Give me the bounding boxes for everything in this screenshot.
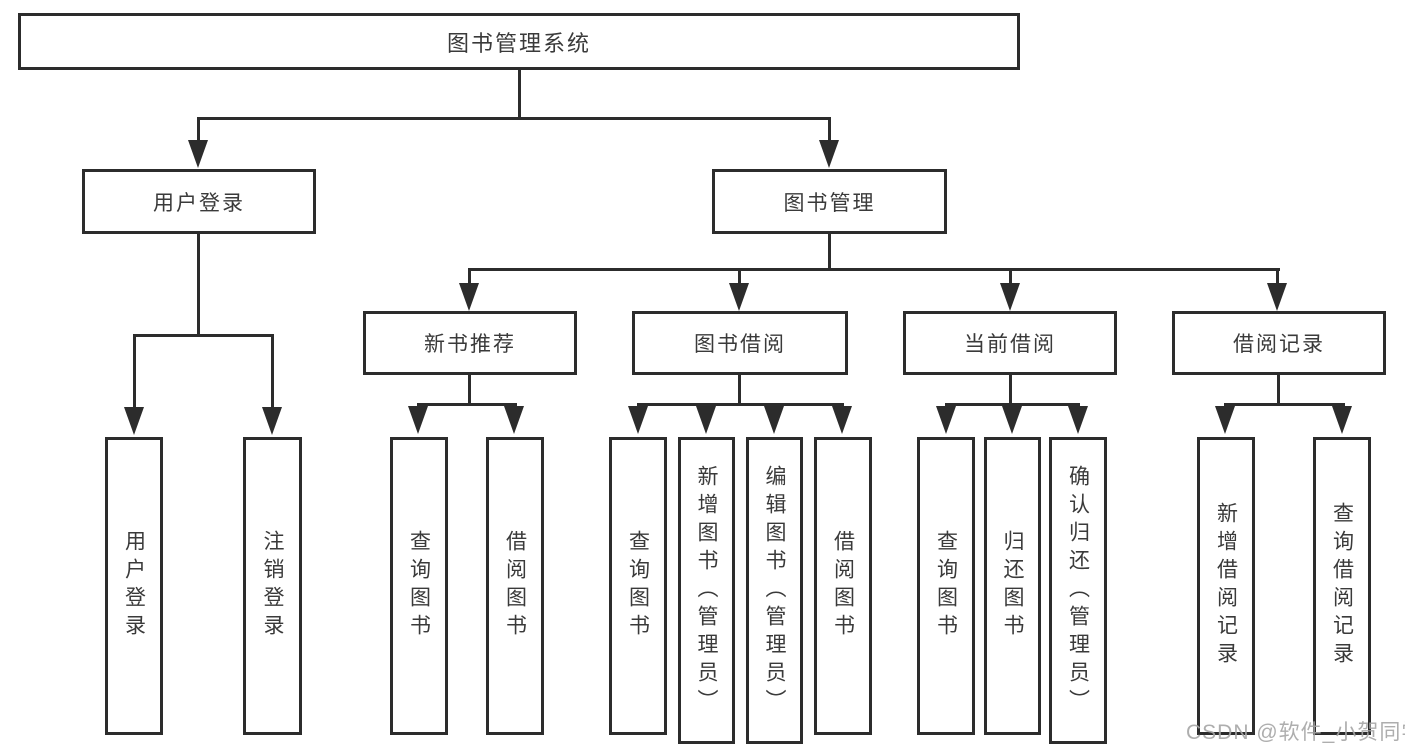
node-new-book-recommend: 新书推荐 [363, 311, 577, 375]
arrow-down-icon [408, 406, 428, 434]
leaf-logout: 注销登录 [243, 437, 302, 735]
edge-user-login-drop [197, 117, 200, 143]
node-user-login: 用户登录 [82, 169, 316, 234]
group-label: 当前借阅 [964, 333, 1056, 356]
edge-drop [133, 334, 136, 408]
leaf-label: 归还图书 [1001, 530, 1024, 642]
edge-group-stem [1009, 374, 1012, 406]
node-book-borrow: 图书借阅 [632, 311, 848, 375]
edge-group-stem [1277, 374, 1280, 406]
arrow-down-icon [1332, 406, 1352, 434]
edge-book-mgmt-hline [469, 268, 1280, 271]
edge-user-login-hline [133, 334, 274, 337]
node-root: 图书管理系统 [18, 13, 1020, 70]
edge-group-hline [1224, 403, 1345, 406]
edge-book-mgmt-drop [828, 117, 831, 143]
arrow-down-icon [764, 406, 784, 434]
node-book-mgmt: 图书管理 [712, 169, 947, 234]
group-label: 新书推荐 [424, 333, 516, 356]
arrow-down-icon [819, 140, 839, 168]
node-root-label: 图书管理系统 [446, 30, 591, 56]
arrow-down-icon [628, 406, 648, 434]
leaf-label: 用户登录 [122, 530, 146, 642]
arrow-down-icon [1068, 406, 1088, 434]
arrow-down-icon [1267, 283, 1287, 311]
leaf-label: 新增图书（管理员） [695, 464, 718, 717]
node-book-mgmt-label: 图书管理 [783, 191, 876, 215]
arrow-down-icon [1215, 406, 1235, 434]
csdn-watermark: CSDN @软件_小贺同学 [1186, 721, 1405, 744]
edge-book-mgmt-stem [828, 233, 831, 271]
edge-group-stem [738, 374, 741, 406]
edge-drop [1009, 268, 1012, 284]
arrow-down-icon [124, 407, 144, 435]
leaf-add-borrow-record: 新增借阅记录 [1197, 437, 1255, 735]
edge-group-hline [637, 403, 844, 406]
edge-drop [1276, 268, 1279, 284]
leaf-label: 借阅图书 [503, 530, 527, 642]
arrow-down-icon [936, 406, 956, 434]
leaf-user-login: 用户登录 [105, 437, 163, 735]
arrow-down-icon [1000, 283, 1020, 311]
node-user-login-label: 用户登录 [153, 191, 245, 215]
edge-group-hline [417, 403, 517, 406]
edge-group-hline [945, 403, 1080, 406]
arrow-down-icon [729, 283, 749, 311]
group-label: 图书借阅 [694, 333, 786, 356]
edge-drop [468, 268, 471, 284]
leaf-label: 查询图书 [407, 530, 431, 642]
leaf-label: 确认归还（管理员） [1066, 464, 1090, 717]
edge-drop [738, 268, 741, 284]
leaf-return-book: 归还图书 [984, 437, 1041, 735]
arrow-down-icon [459, 283, 479, 311]
arrow-down-icon [262, 407, 282, 435]
arrow-down-icon [832, 406, 852, 434]
edge-drop [271, 334, 274, 408]
edge-group-stem [468, 374, 471, 406]
leaf-borrow-book: 借阅图书 [486, 437, 544, 735]
leaf-label: 查询图书 [934, 530, 958, 642]
leaf-query-book: 查询图书 [917, 437, 975, 735]
leaf-edit-book-admin: 编辑图书（管理员） [746, 437, 803, 744]
leaf-label: 查询借阅记录 [1330, 502, 1354, 670]
leaf-borrow-book: 借阅图书 [814, 437, 872, 735]
leaf-query-book: 查询图书 [390, 437, 448, 735]
arrow-down-icon [188, 140, 208, 168]
arrow-down-icon [504, 406, 524, 434]
leaf-confirm-return-admin: 确认归还（管理员） [1049, 437, 1107, 744]
edge-root-stem [518, 68, 521, 118]
leaf-label: 新增借阅记录 [1214, 502, 1238, 670]
node-borrow-records: 借阅记录 [1172, 311, 1386, 375]
node-current-borrow: 当前借阅 [903, 311, 1117, 375]
arrow-down-icon [696, 406, 716, 434]
arrow-down-icon [1002, 406, 1022, 434]
edge-user-login-stem [197, 233, 200, 337]
leaf-query-book: 查询图书 [609, 437, 667, 735]
group-label: 借阅记录 [1233, 333, 1325, 356]
leaf-query-borrow-record: 查询借阅记录 [1313, 437, 1371, 735]
leaf-label: 查询图书 [626, 530, 650, 642]
edge-root-hline [197, 117, 831, 120]
leaf-label: 借阅图书 [831, 530, 855, 642]
leaf-label: 编辑图书（管理员） [763, 464, 786, 717]
leaf-add-book-admin: 新增图书（管理员） [678, 437, 735, 744]
leaf-label: 注销登录 [261, 530, 284, 642]
